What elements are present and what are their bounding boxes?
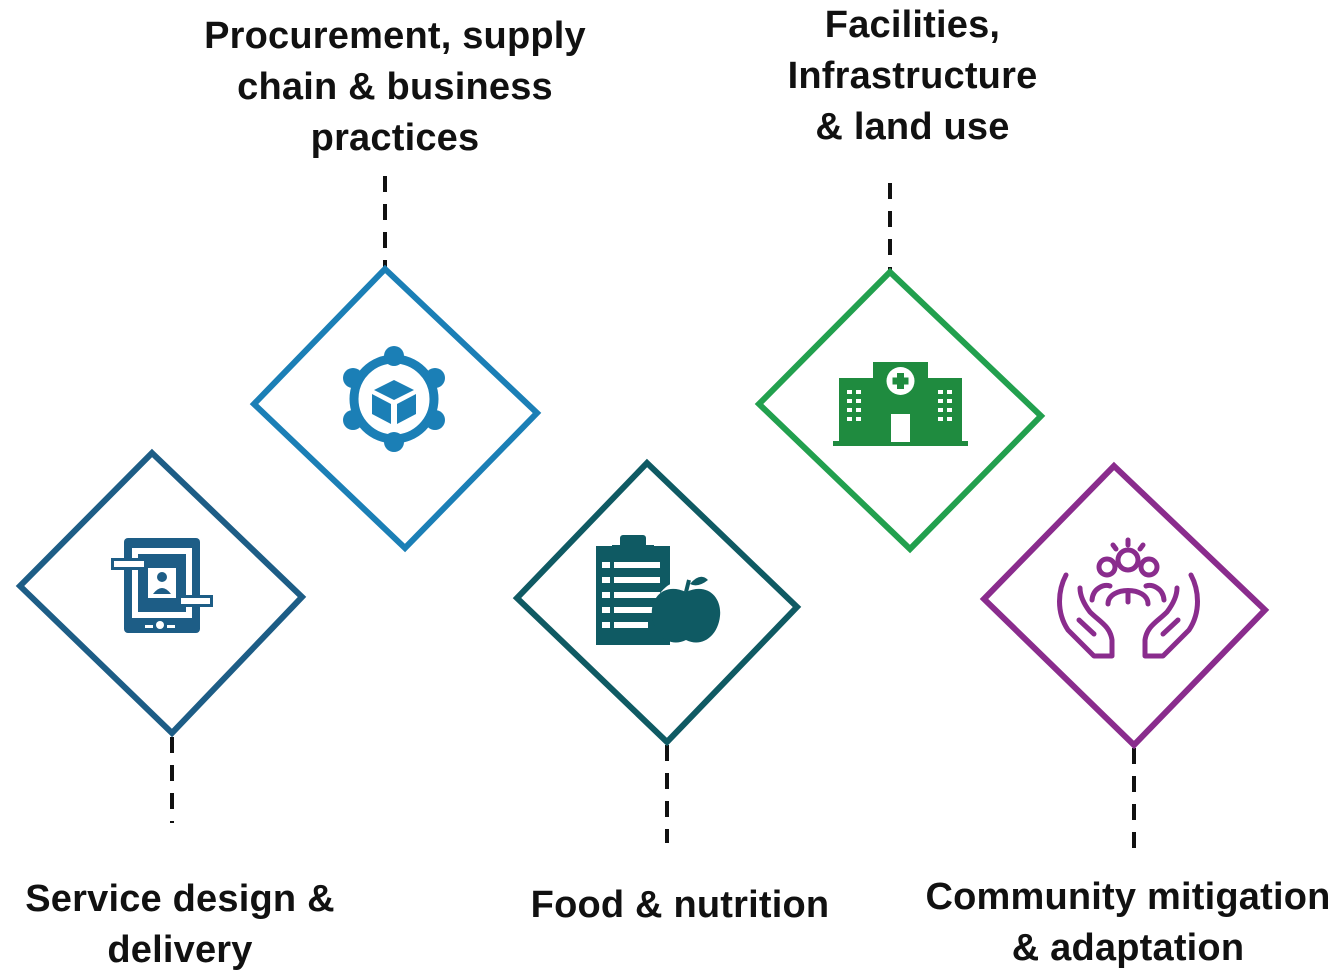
label-facilities: Facilities, Infrastructure & land use [760,0,1065,153]
diamond-procurement [249,264,542,553]
label-line: Infrastructure [787,55,1038,97]
label-line: Community mitigation [925,876,1331,918]
label-line: Procurement, supply [204,15,586,57]
network-cube-icon [343,346,445,452]
label-line: Service design & [25,878,335,920]
label-line: delivery [107,929,253,971]
label-line: Food & nutrition [530,884,830,926]
label-food: Food & nutrition [515,880,845,931]
diamond-community [979,461,1270,750]
label-line: & adaptation [1011,927,1245,969]
tablet-user-icon [111,538,213,633]
clipboard-apple-icon [596,535,721,645]
label-line: practices [310,117,480,159]
label-line: & land use [815,106,1010,148]
hands-people-icon [1057,537,1200,659]
hospital-building-icon [833,362,968,446]
label-procurement: Procurement, supply chain & business pra… [190,11,600,164]
label-service: Service design & delivery [20,874,340,976]
label-line: chain & business [237,66,553,108]
label-community: Community mitigation & adaptation [922,872,1334,974]
label-line: Facilities, [824,4,1001,46]
